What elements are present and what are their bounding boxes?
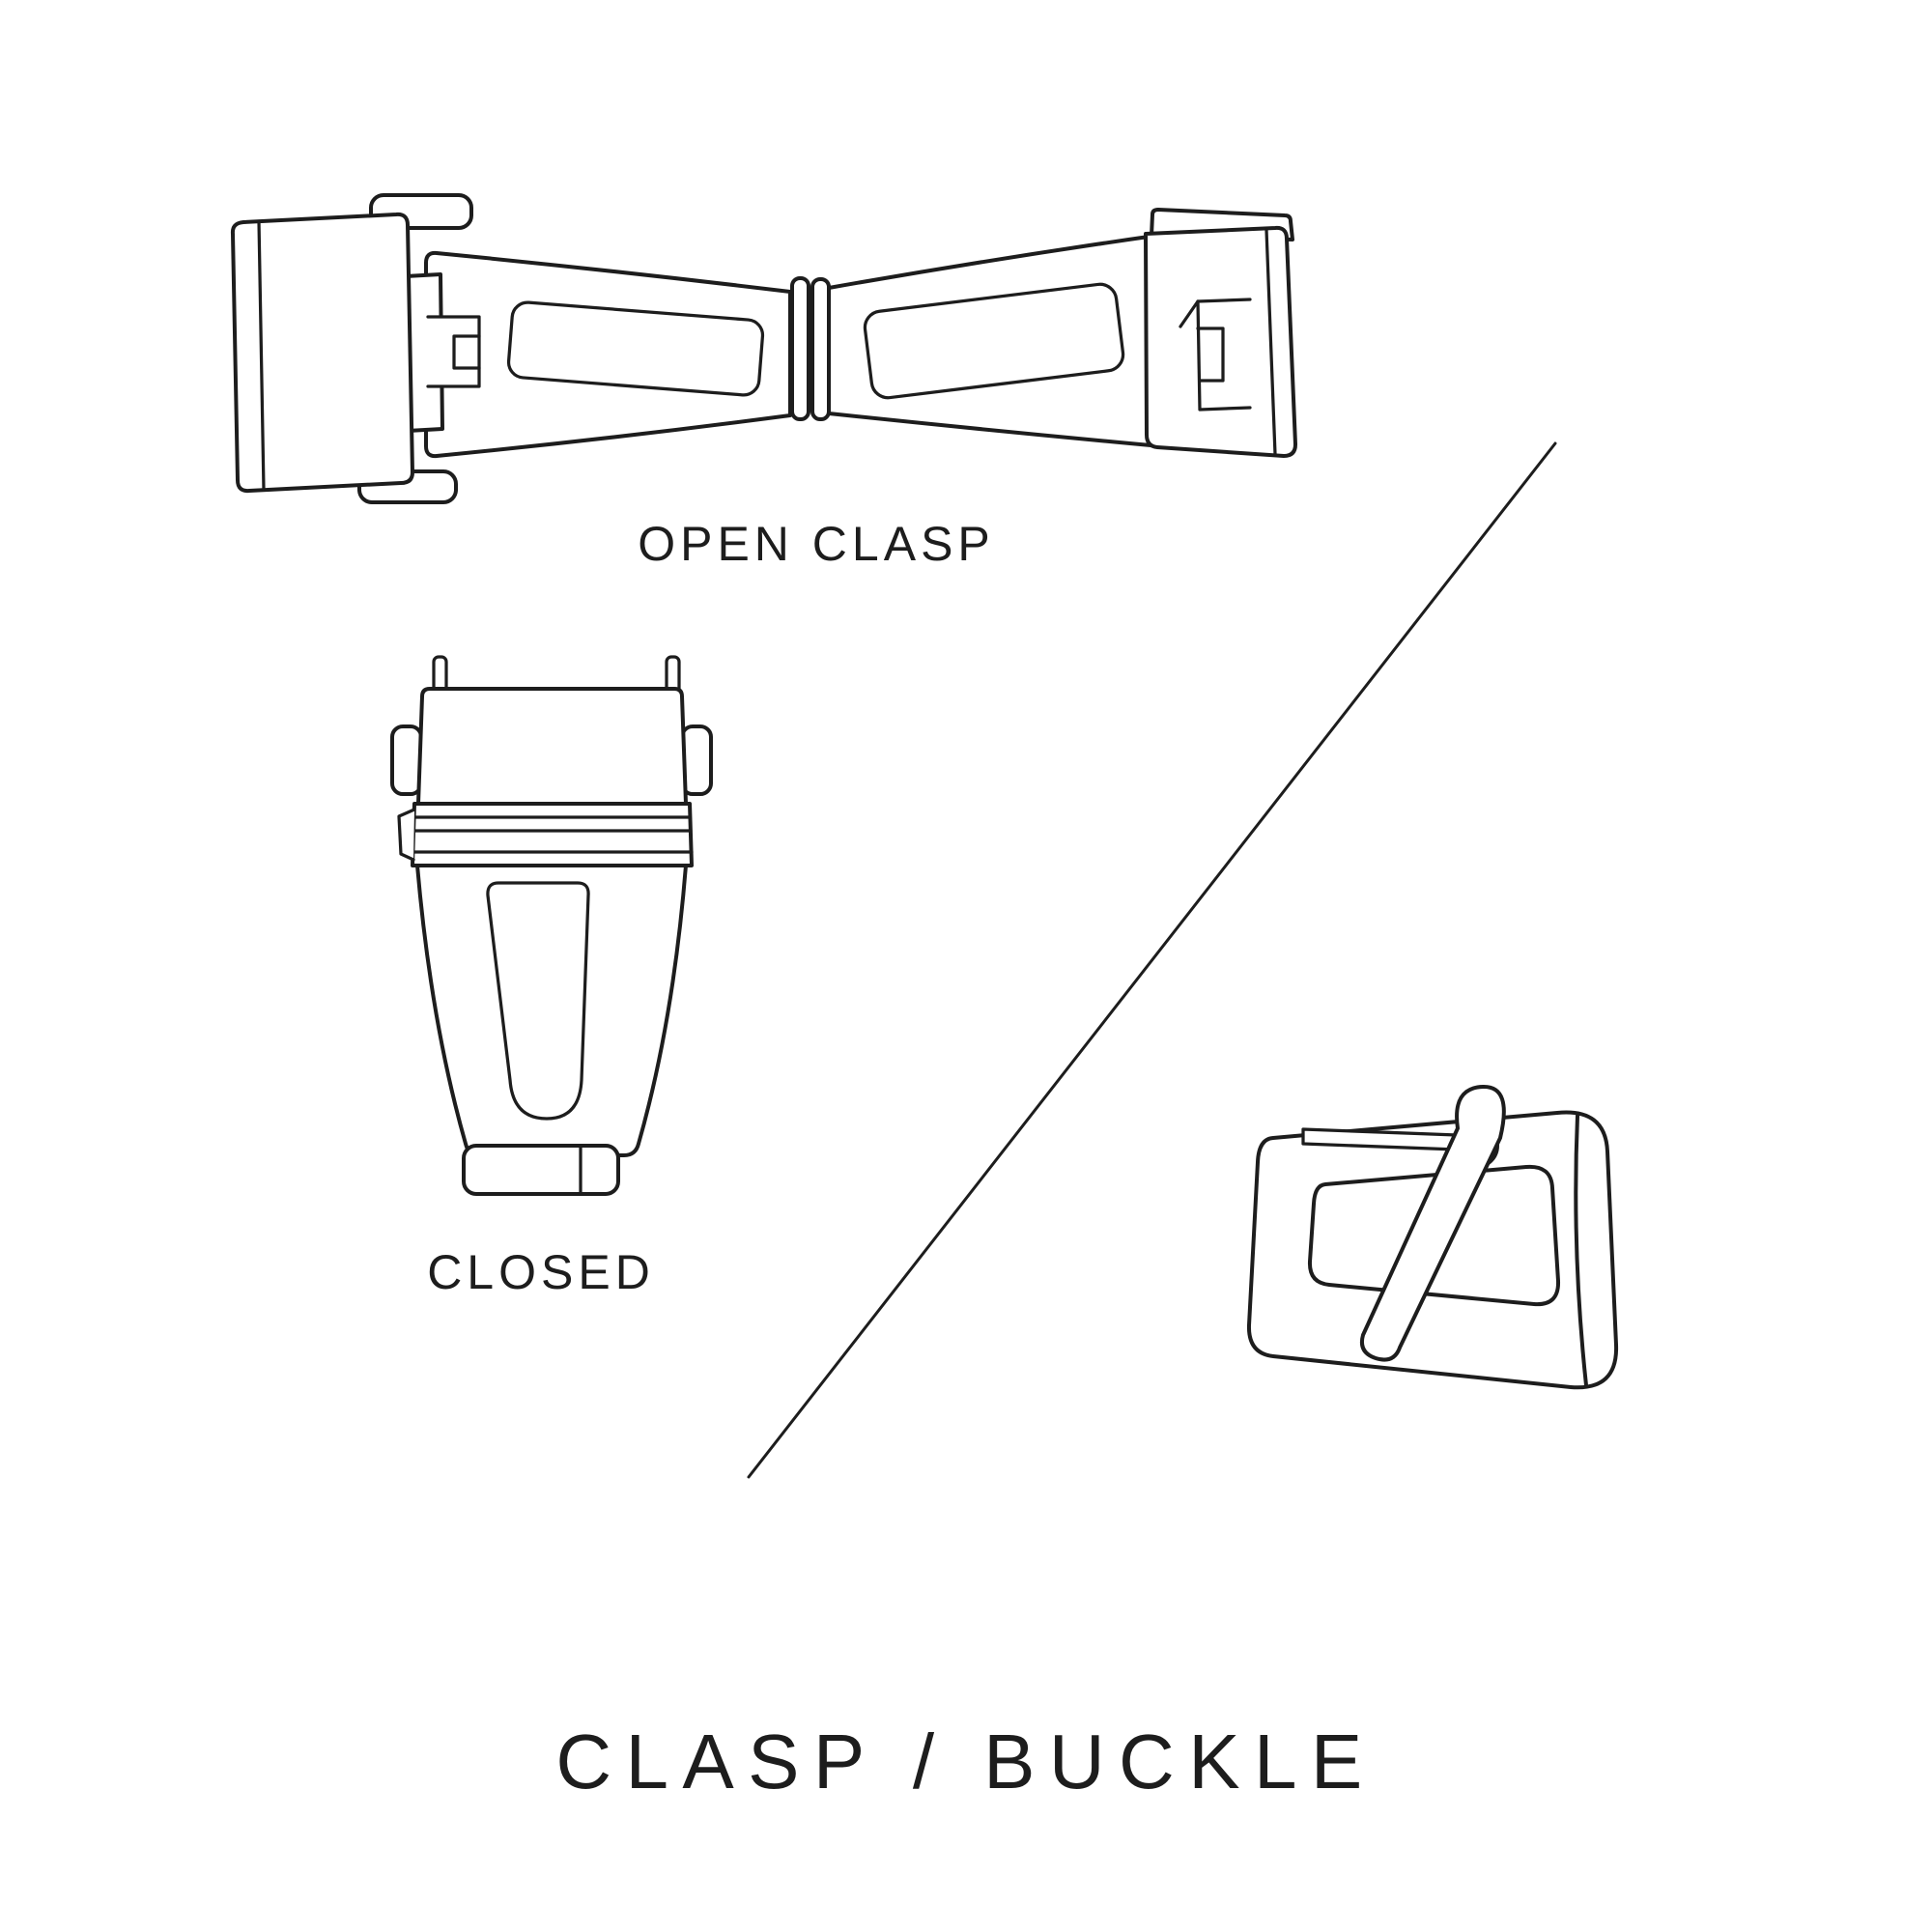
- open-clasp-illustration: [230, 193, 1297, 504]
- divider-line: [747, 441, 1557, 1479]
- tang-buckle-illustration: [1246, 1084, 1619, 1390]
- closed-clasp-illustration: [390, 655, 713, 1196]
- closed-clasp-label: CLOSED: [427, 1245, 655, 1299]
- diagram-title: CLASP / BUCKLE: [555, 1719, 1377, 1804]
- open-clasp-label: OPEN CLASP: [638, 517, 995, 571]
